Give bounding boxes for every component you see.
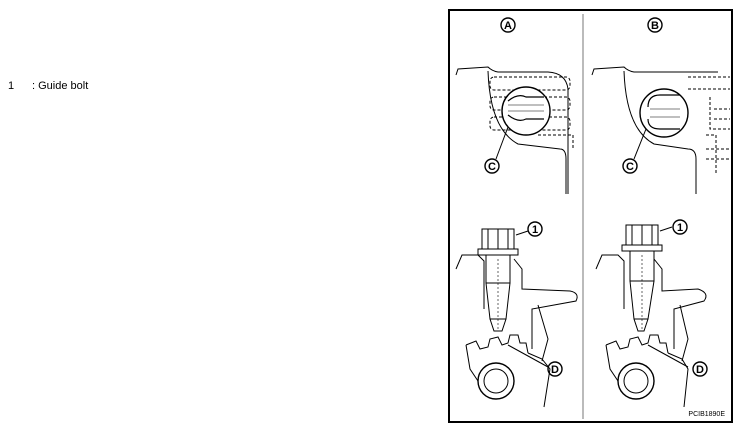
callout-d-a-text: D	[551, 364, 559, 376]
legend-number: 1	[8, 80, 15, 92]
callout-c-b: C	[622, 158, 638, 174]
callout-1-a: 1	[527, 221, 543, 237]
panel-a-text: A	[504, 20, 512, 32]
technical-illustration: A B C	[448, 9, 733, 423]
callout-d-a: D	[547, 361, 563, 377]
panel-b-housing	[591, 66, 730, 194]
panel-b-label: B	[647, 17, 663, 33]
panel-a-housing	[455, 66, 574, 194]
callout-c-b-text: C	[626, 161, 634, 173]
legend: 1 : Guide bolt	[8, 80, 88, 93]
callout-1-b: 1	[672, 219, 688, 235]
figure-frame	[448, 9, 733, 423]
panel-a-label: A	[500, 17, 516, 33]
panel-a-bolt-assembly	[455, 228, 578, 408]
callout-c-a-text: C	[488, 161, 496, 173]
panel-b-bolt-assembly	[595, 224, 707, 408]
legend-text: : Guide bolt	[32, 80, 89, 92]
figure-code: PCIB1890E	[688, 411, 725, 418]
callout-d-b-text: D	[696, 364, 704, 376]
callout-c-a: C	[484, 158, 500, 174]
callout-1-a-text: 1	[532, 224, 538, 236]
callout-1-b-text: 1	[677, 222, 683, 234]
callout-d-b: D	[692, 361, 708, 377]
panel-b-text: B	[651, 20, 659, 32]
